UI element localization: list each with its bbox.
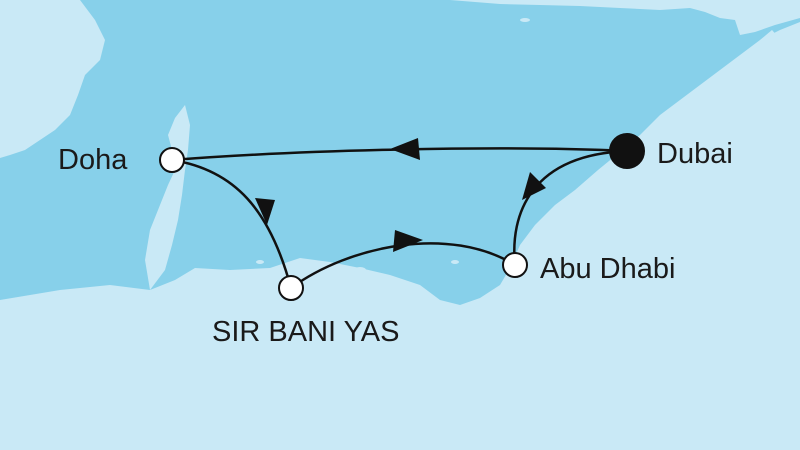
land-island-5	[520, 18, 530, 22]
port-label-doha: Doha	[58, 144, 128, 176]
port-markers	[159, 133, 645, 301]
port-label-dubai: Dubai	[657, 138, 733, 170]
marker-sir-bani-yas	[278, 275, 304, 301]
land-island-1	[354, 267, 366, 273]
arrow-sirbaniyas-abudhabi	[393, 230, 423, 252]
arrow-dubai-doha	[390, 138, 420, 160]
route-arrows	[255, 138, 546, 252]
route-doha-to-sir-bani-yas	[171, 158, 293, 289]
port-label-abu-dhabi: Abu Dhabi	[540, 253, 676, 285]
marker-dubai	[609, 133, 645, 169]
land-uae-saudi	[0, 22, 800, 450]
port-label-sir-bani-yas: SIR BANI YAS	[212, 316, 400, 348]
land-iran	[450, 0, 800, 35]
marker-abu-dhabi	[502, 252, 528, 278]
land-bahrain	[32, 35, 62, 66]
land-saudi-north	[0, 0, 105, 158]
arrow-doha-sirbaniyas	[255, 198, 275, 225]
land-island-3	[451, 260, 459, 264]
land-island-4	[256, 260, 264, 264]
arrow-abudhabi-dubai	[522, 172, 546, 200]
land-musandam	[760, 30, 790, 85]
land-island-2	[405, 285, 415, 291]
marker-doha	[159, 147, 185, 173]
